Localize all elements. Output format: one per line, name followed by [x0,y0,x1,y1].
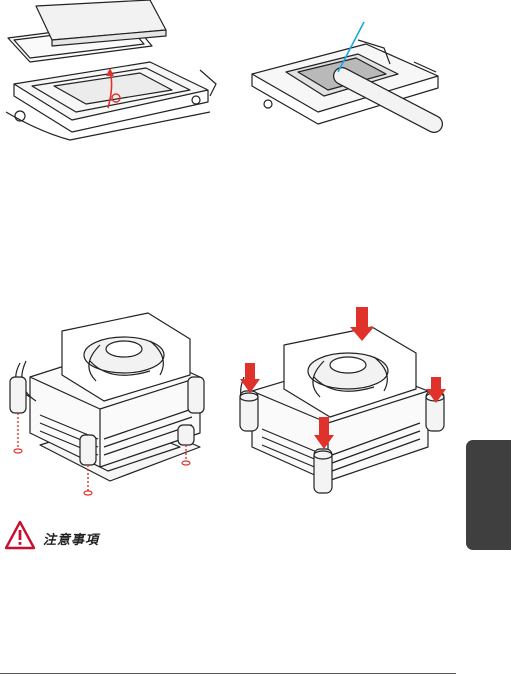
cooler-align-figure [0,305,225,500]
cpu-install-figure [0,0,230,150]
cpu-socket-lift-icon [0,0,230,150]
thermal-paste-figure [238,14,448,134]
cooler-press-figure [232,305,457,500]
chapter-side-tab [466,440,511,550]
footer-divider [0,673,456,674]
cooler-press-pins-icon [232,305,457,500]
caution-label: 注意事項 [43,529,99,548]
warning-triangle-icon [3,519,37,551]
thermal-paste-applicator-icon [238,14,448,134]
cooler-align-pins-icon [0,305,225,500]
caution-notice: 注意事項 [3,519,143,563]
